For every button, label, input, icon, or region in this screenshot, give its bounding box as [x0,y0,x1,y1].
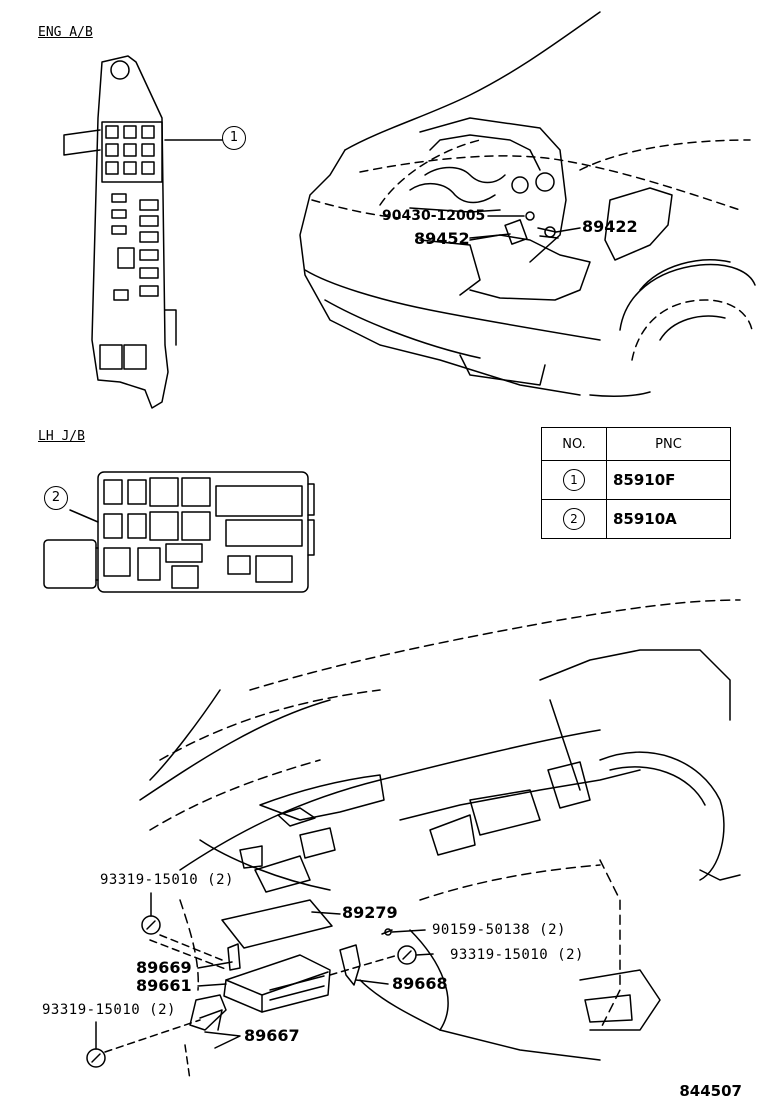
leader-sensor-a [469,233,511,239]
pnc-row-no: 1 [563,469,585,491]
leader-sensor-b [555,227,581,233]
part-label-sensor-a: 89452 [414,229,470,248]
table-row: 1 85910F [541,460,731,500]
part-label-screw-left: 93319-15010 (2) [42,1002,176,1018]
eng-relay-box [63,55,223,409]
part-label-computer: 89661 [136,976,192,995]
callout-2: 2 [44,486,68,510]
pnc-row-value: 85910F [606,460,731,500]
leader-clip [391,929,426,933]
ecu-assembly [86,899,417,1081]
dashboard-illustration [139,599,741,1061]
leader-bracket-right [355,979,389,985]
part-label-bolt: 90430-12005 [382,208,486,224]
part-label-screw-right: 93319-15010 (2) [450,947,584,963]
pnc-header-no: NO. [541,427,607,461]
part-label-bracket-right: 89668 [392,974,448,993]
leader-screw-right [415,953,434,956]
part-label-bracket-upper: 89669 [136,958,192,977]
pnc-table-header: NO. PNC [541,427,731,461]
part-label-bracket-lower: 89667 [244,1026,300,1045]
leader-cover [311,911,341,915]
pnc-row-value: 85910A [606,499,731,539]
part-label-cover: 89279 [342,903,398,922]
table-row: 2 85910A [541,499,731,539]
pnc-header-pnc: PNC [606,427,731,461]
callout-1: 1 [222,126,246,150]
part-label-sensor-b: 89422 [582,217,638,236]
leader-bracket-lower [204,1031,241,1049]
illustration-code: 844507 [679,1082,742,1100]
pnc-table: NO. PNC 1 85910F 2 85910A [541,427,731,539]
section-eng-ab-title: ENG A/B [38,25,93,40]
part-label-clip: 90159-50138 (2) [432,922,566,938]
pnc-row-no: 2 [563,508,585,530]
lh-junction-block [43,471,315,593]
leader-computer [197,983,227,987]
engine-bay-illustration [299,11,756,397]
section-lh-jb-title: LH J/B [38,429,85,444]
leader-bracket-upper [197,961,233,969]
part-label-screw-top: 93319-15010 (2) [100,872,234,888]
